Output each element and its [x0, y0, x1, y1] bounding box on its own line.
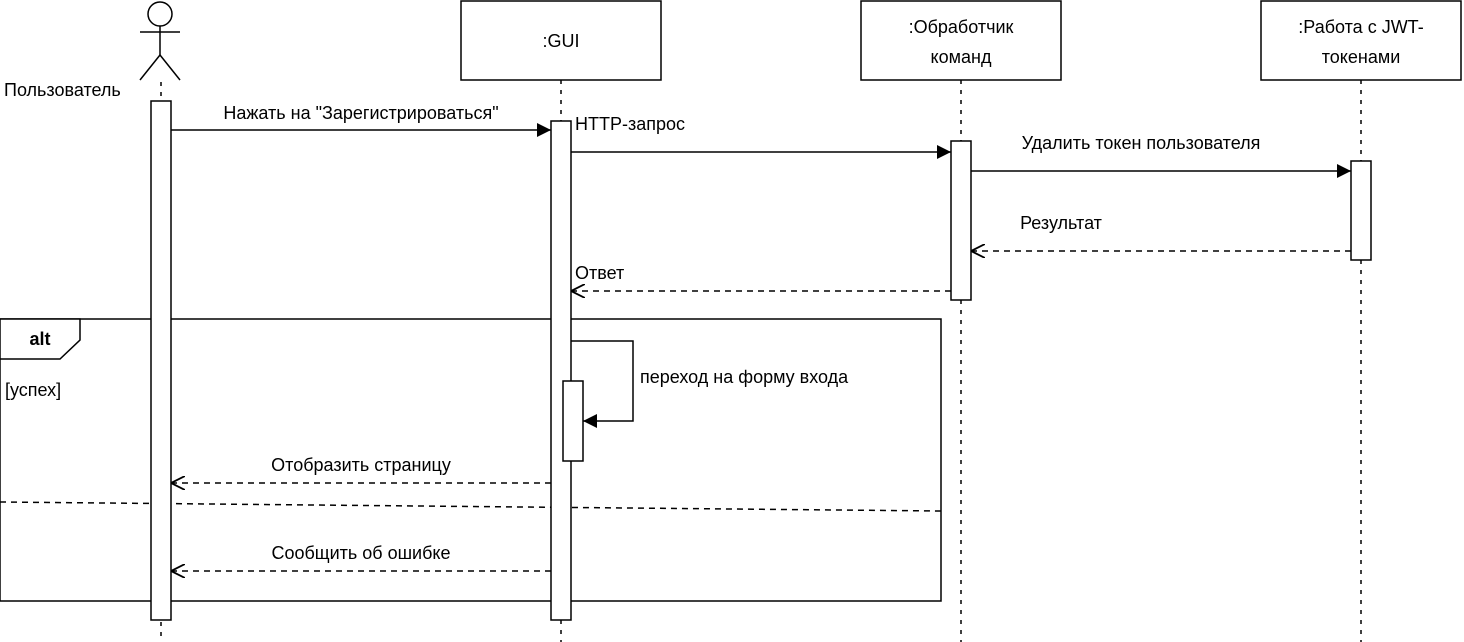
message-http-request-label: HTTP-запрос [575, 114, 685, 134]
participant-gui-box [460, 0, 662, 81]
message-register-label: Нажать на "Зарегистрироваться" [223, 103, 498, 123]
activation-gui [550, 120, 572, 621]
message-show-page-label: Отобразить страницу [271, 455, 451, 475]
participant-jwt-label-line1: :Работа с JWT- [1298, 17, 1423, 37]
participant-handler-box [860, 0, 1062, 81]
message-go-to-login-label: переход на форму входа [640, 367, 849, 387]
activation-jwt [1350, 160, 1372, 261]
alt-separator [0, 501, 942, 512]
alt-fragment-tab [0, 318, 81, 360]
participant-handler-label-line1: :Обработчик [909, 17, 1014, 37]
message-response-label: Ответ [575, 263, 624, 283]
participant-jwt-box [1260, 0, 1462, 81]
activation-gui-nested [562, 380, 584, 462]
message-delete-token-label: Удалить токен пользователя [1022, 133, 1261, 153]
participant-jwt-label-line2: токенами [1322, 47, 1401, 67]
participant-gui-label: :GUI [542, 31, 579, 51]
actor-user-icon [139, 1, 181, 81]
alt-guard-label: [успех] [5, 380, 61, 400]
message-go-to-login-arrow [571, 340, 634, 428]
participant-handler-label-line2: команд [931, 47, 992, 67]
message-report-error-label: Сообщить об ошибке [271, 543, 450, 563]
actor-user-label: Пользователь [4, 80, 121, 100]
activation-user [150, 100, 172, 621]
alt-fragment [0, 318, 942, 602]
message-result-label: Результат [1020, 213, 1102, 233]
alt-operator-label: alt [29, 329, 50, 349]
activation-handler [950, 140, 972, 301]
